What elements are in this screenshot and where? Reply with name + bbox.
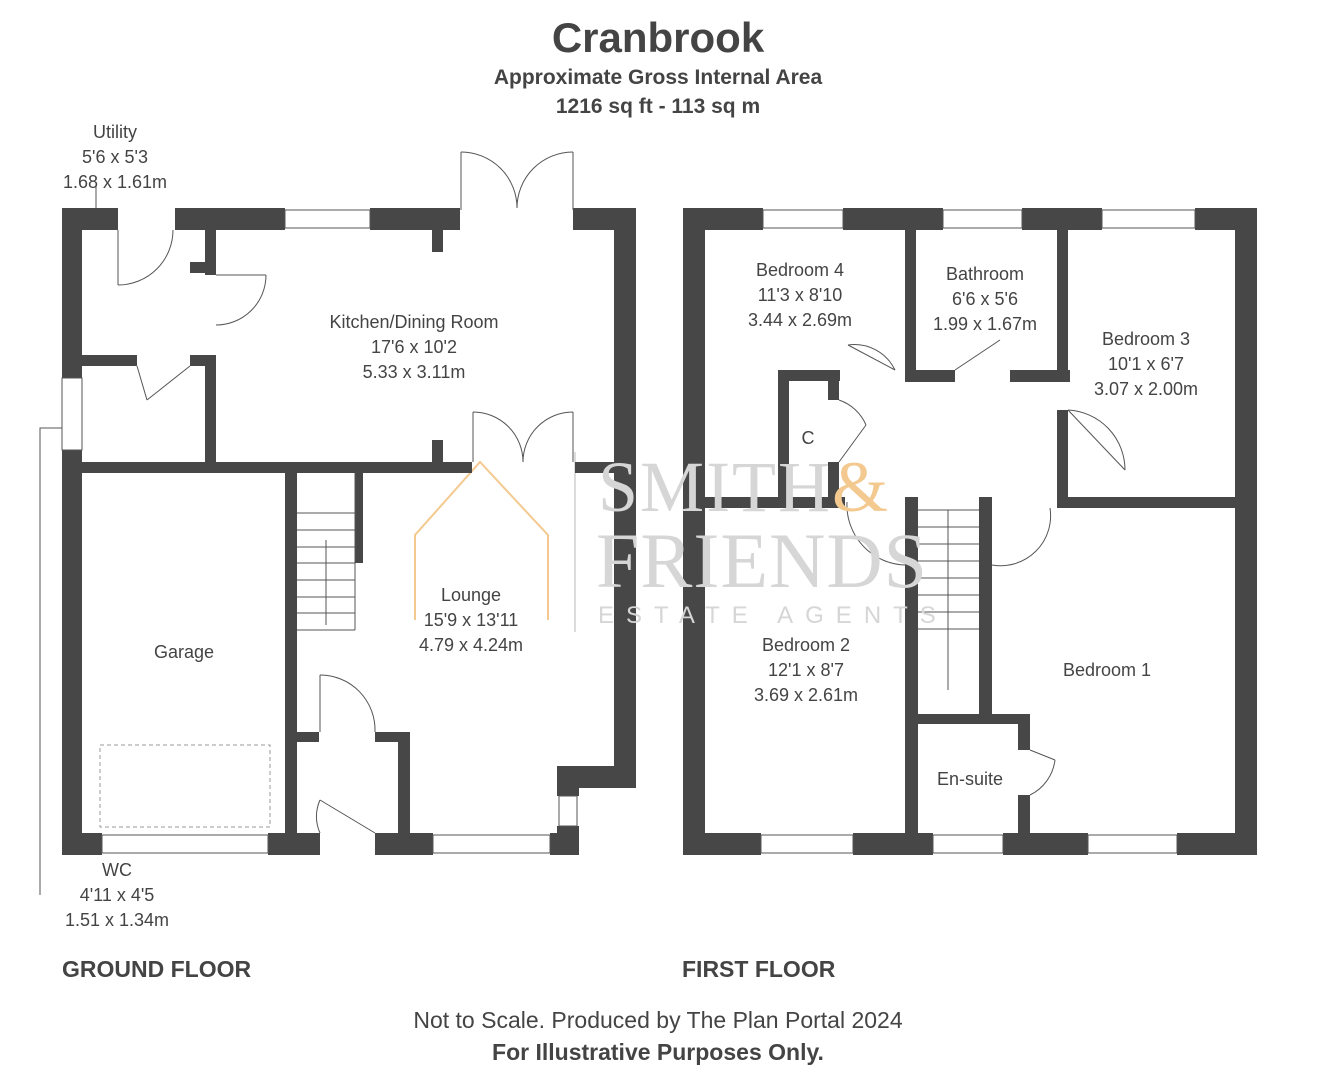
- room-bedroom-1: Bedroom 1: [1062, 660, 1152, 680]
- room-bathroom: Bathroom 6'6 x 5'6 1.99 x 1.67m: [932, 264, 1038, 334]
- room-lounge: Lounge 15'9 x 13'11 4.79 x 4.24m: [418, 585, 524, 655]
- room-wc: WC 4'11 x 4'5 1.51 x 1.34m: [64, 860, 170, 930]
- ground-floor-walls: [62, 208, 636, 855]
- first-floor-walls: [683, 208, 1257, 855]
- room-bedroom-4: Bedroom 4 11'3 x 8'10 3.44 x 2.69m: [747, 260, 853, 330]
- footer-disclaimer: Not to Scale. Produced by The Plan Porta…: [413, 1007, 903, 1033]
- room-kitchen-dining: Kitchen/Dining Room 17'6 x 10'2 5.33 x 3…: [329, 312, 499, 382]
- watermark-smith: SMITH&: [598, 447, 891, 527]
- room-bedroom-3: Bedroom 3 10'1 x 6'7 3.07 x 2.00m: [1093, 329, 1199, 399]
- ground-floor-label: GROUND FLOOR: [62, 956, 252, 982]
- ground-floor-windows: [39, 151, 578, 895]
- room-cupboard: C: [801, 428, 815, 448]
- first-floor-label: FIRST FLOOR: [682, 956, 836, 982]
- watermark-house-logo: [414, 460, 549, 620]
- watermark-friends: FRIENDS: [596, 517, 929, 604]
- room-ensuite: En-suite: [936, 769, 1004, 789]
- first-floor-windows: [760, 209, 1196, 854]
- footer-illustrative: For Illustrative Purposes Only.: [492, 1039, 824, 1065]
- area-label: Approximate Gross Internal Area: [493, 66, 823, 89]
- room-bedroom-2: Bedroom 2 12'1 x 8'7 3.69 x 2.61m: [753, 635, 859, 705]
- room-garage: Garage: [153, 642, 215, 662]
- area-value: 1216 sq ft - 113 sq m: [555, 95, 761, 118]
- plan-title: Cranbrook: [551, 14, 765, 61]
- watermark-estate-agents: ESTATE AGENTS: [598, 602, 948, 629]
- room-utility: Utility 5'6 x 5'3 1.68 x 1.61m: [62, 122, 168, 192]
